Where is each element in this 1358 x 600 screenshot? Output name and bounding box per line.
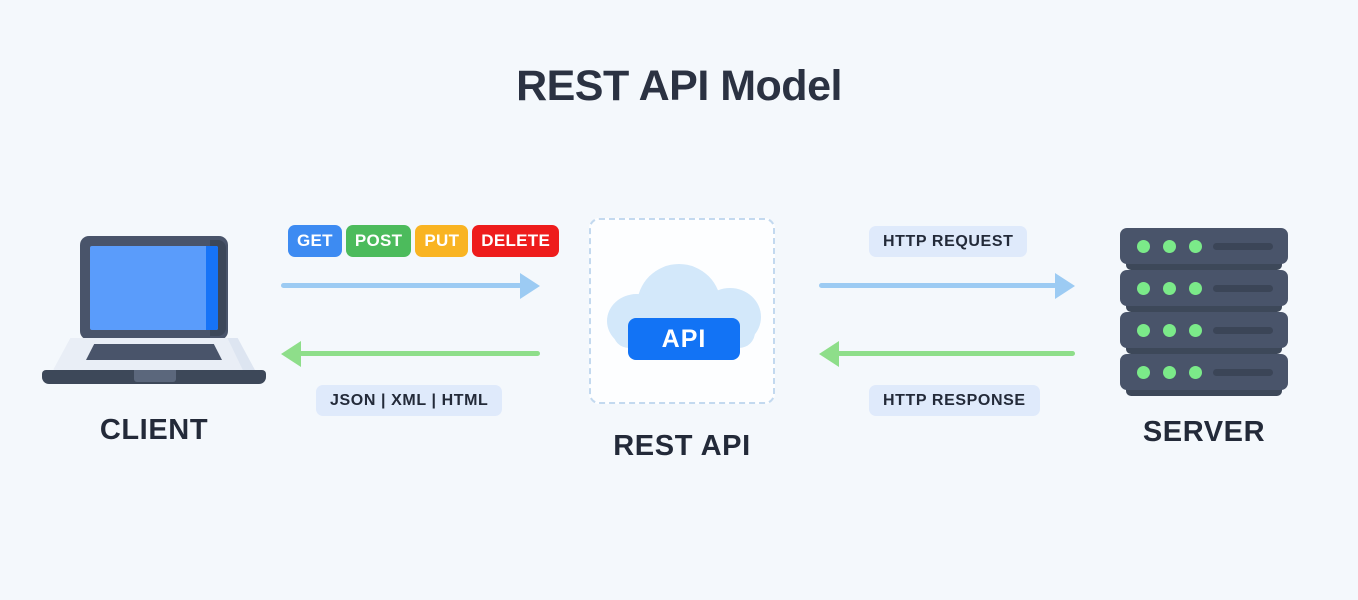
method-badge-put[interactable]: PUT — [415, 225, 469, 257]
server-rack-unit — [1120, 354, 1288, 390]
server-rack-unit — [1120, 228, 1288, 264]
response-formats-pill: JSON | XML | HTML — [316, 385, 503, 416]
server-rack-foot — [1126, 388, 1282, 396]
node-rest-api: API REST API — [562, 218, 802, 463]
method-badge-get[interactable]: GET — [288, 225, 342, 257]
node-server: SERVER — [1084, 228, 1324, 449]
api-badge: API — [628, 318, 740, 360]
server-rack-foot — [1126, 304, 1282, 312]
node-label-rest-api: REST API — [613, 430, 751, 462]
server-rack-icon — [1120, 228, 1288, 396]
page-title: REST API Model — [516, 62, 842, 110]
arrow-api-to-client-response — [281, 338, 540, 368]
server-rack-foot — [1126, 346, 1282, 354]
server-rack-unit — [1120, 312, 1288, 348]
server-rack-foot — [1126, 262, 1282, 270]
method-badge-post[interactable]: POST — [345, 225, 412, 257]
laptop-icon — [34, 228, 274, 388]
laptop-screen — [90, 246, 218, 330]
http-response-label: HTTP RESPONSE — [869, 385, 1040, 416]
http-request-label: HTTP REQUEST — [869, 226, 1028, 257]
laptop-keyboard — [86, 344, 222, 360]
node-client: CLIENT — [34, 228, 274, 447]
server-rack-unit — [1120, 270, 1288, 306]
laptop-trackpad — [134, 370, 176, 382]
arrow-server-to-api-response — [819, 338, 1075, 368]
node-label-server: SERVER — [1142, 416, 1266, 448]
arrow-api-to-server-request — [819, 270, 1075, 300]
laptop-screen-edge — [206, 246, 218, 330]
api-card: API — [589, 218, 775, 404]
http-method-badges: GET POST PUT DELETE — [288, 225, 560, 257]
method-badge-delete[interactable]: DELETE — [472, 225, 560, 257]
arrow-client-to-api-request — [281, 270, 540, 300]
node-label-client: CLIENT — [99, 414, 209, 446]
